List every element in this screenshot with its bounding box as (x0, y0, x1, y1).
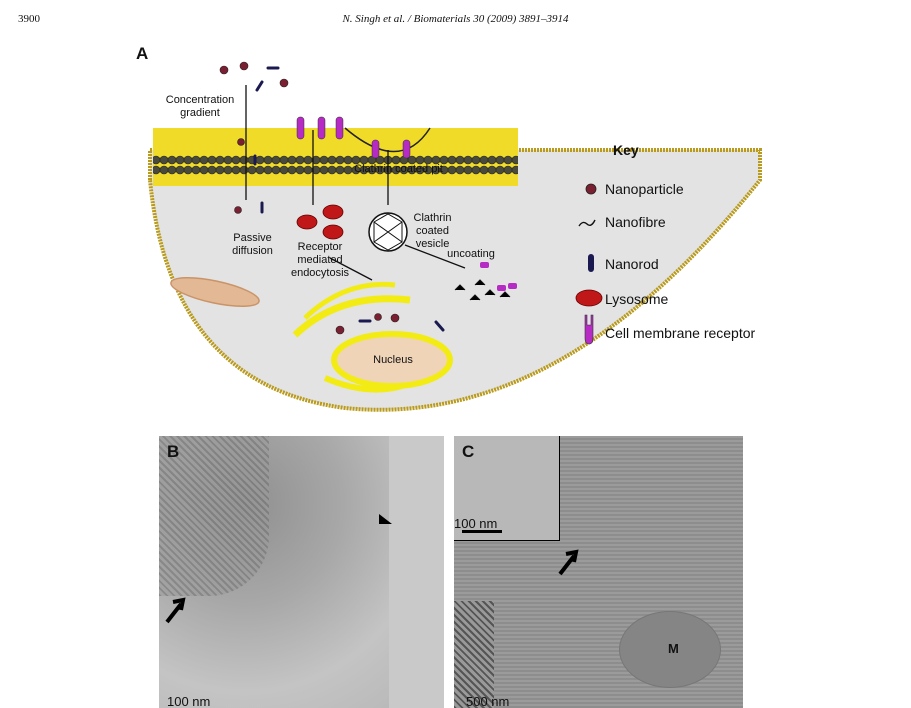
key-symbols (575, 183, 603, 345)
nanorod-icon (588, 254, 594, 272)
panel-c-letter: C (462, 442, 475, 461)
panel-c-organelle: M (668, 641, 679, 656)
nanofibre-icon (578, 219, 596, 227)
nucleus (331, 331, 453, 389)
key-item-receptor: Cell membrane receptor (605, 325, 756, 341)
page-number: 3900 (18, 13, 40, 25)
micrograph-c: C 100 nm M 500 nm (454, 436, 743, 708)
cell-diagram (148, 61, 762, 412)
label-uncoating: uncoating (447, 248, 495, 260)
arrow-icon (165, 597, 186, 624)
label-concentration: Concentration gradient (165, 94, 235, 119)
inset (454, 436, 560, 541)
label-clathrin-pit: Clathrin coated pit (354, 163, 443, 175)
label-clathrin-vesicle: Clathrin coated vesicle (413, 212, 452, 250)
arrowhead-icon (379, 514, 392, 524)
label-passive-diffusion: Passive diffusion (232, 232, 273, 257)
clathrin-pit (344, 127, 431, 153)
panel-b-letter: B (167, 442, 180, 461)
panel-c-inset-scale: 100 nm (454, 516, 498, 531)
label-nucleus: Nucleus (373, 354, 413, 366)
panel-a-letter: A (136, 44, 149, 63)
running-head: N. Singh et al. / Biomaterials 30 (2009)… (342, 13, 569, 25)
arrow-icon-c (558, 549, 579, 576)
cell-body (148, 148, 762, 412)
receptor-icon (584, 314, 594, 345)
key-item-lysosome: Lysosome (605, 291, 669, 307)
nanoparticle-icon (585, 183, 597, 195)
key-item-nanofibre: Nanofibre (605, 214, 666, 230)
panel-b-scale: 100 nm (167, 694, 211, 708)
key-title: Key (613, 142, 639, 158)
label-receptor-mediated: Receptor mediated endocytosis (290, 241, 350, 279)
panel-c-scale: 500 nm (466, 694, 510, 708)
endoplasmic-reticulum (292, 295, 411, 338)
key-item-nanorod: Nanorod (605, 256, 659, 272)
mitochondrion (170, 276, 260, 308)
lysosome-icon (575, 289, 603, 307)
key-item-nanoparticle: Nanoparticle (605, 181, 684, 197)
micrograph-b: B 100 nm (159, 436, 444, 708)
